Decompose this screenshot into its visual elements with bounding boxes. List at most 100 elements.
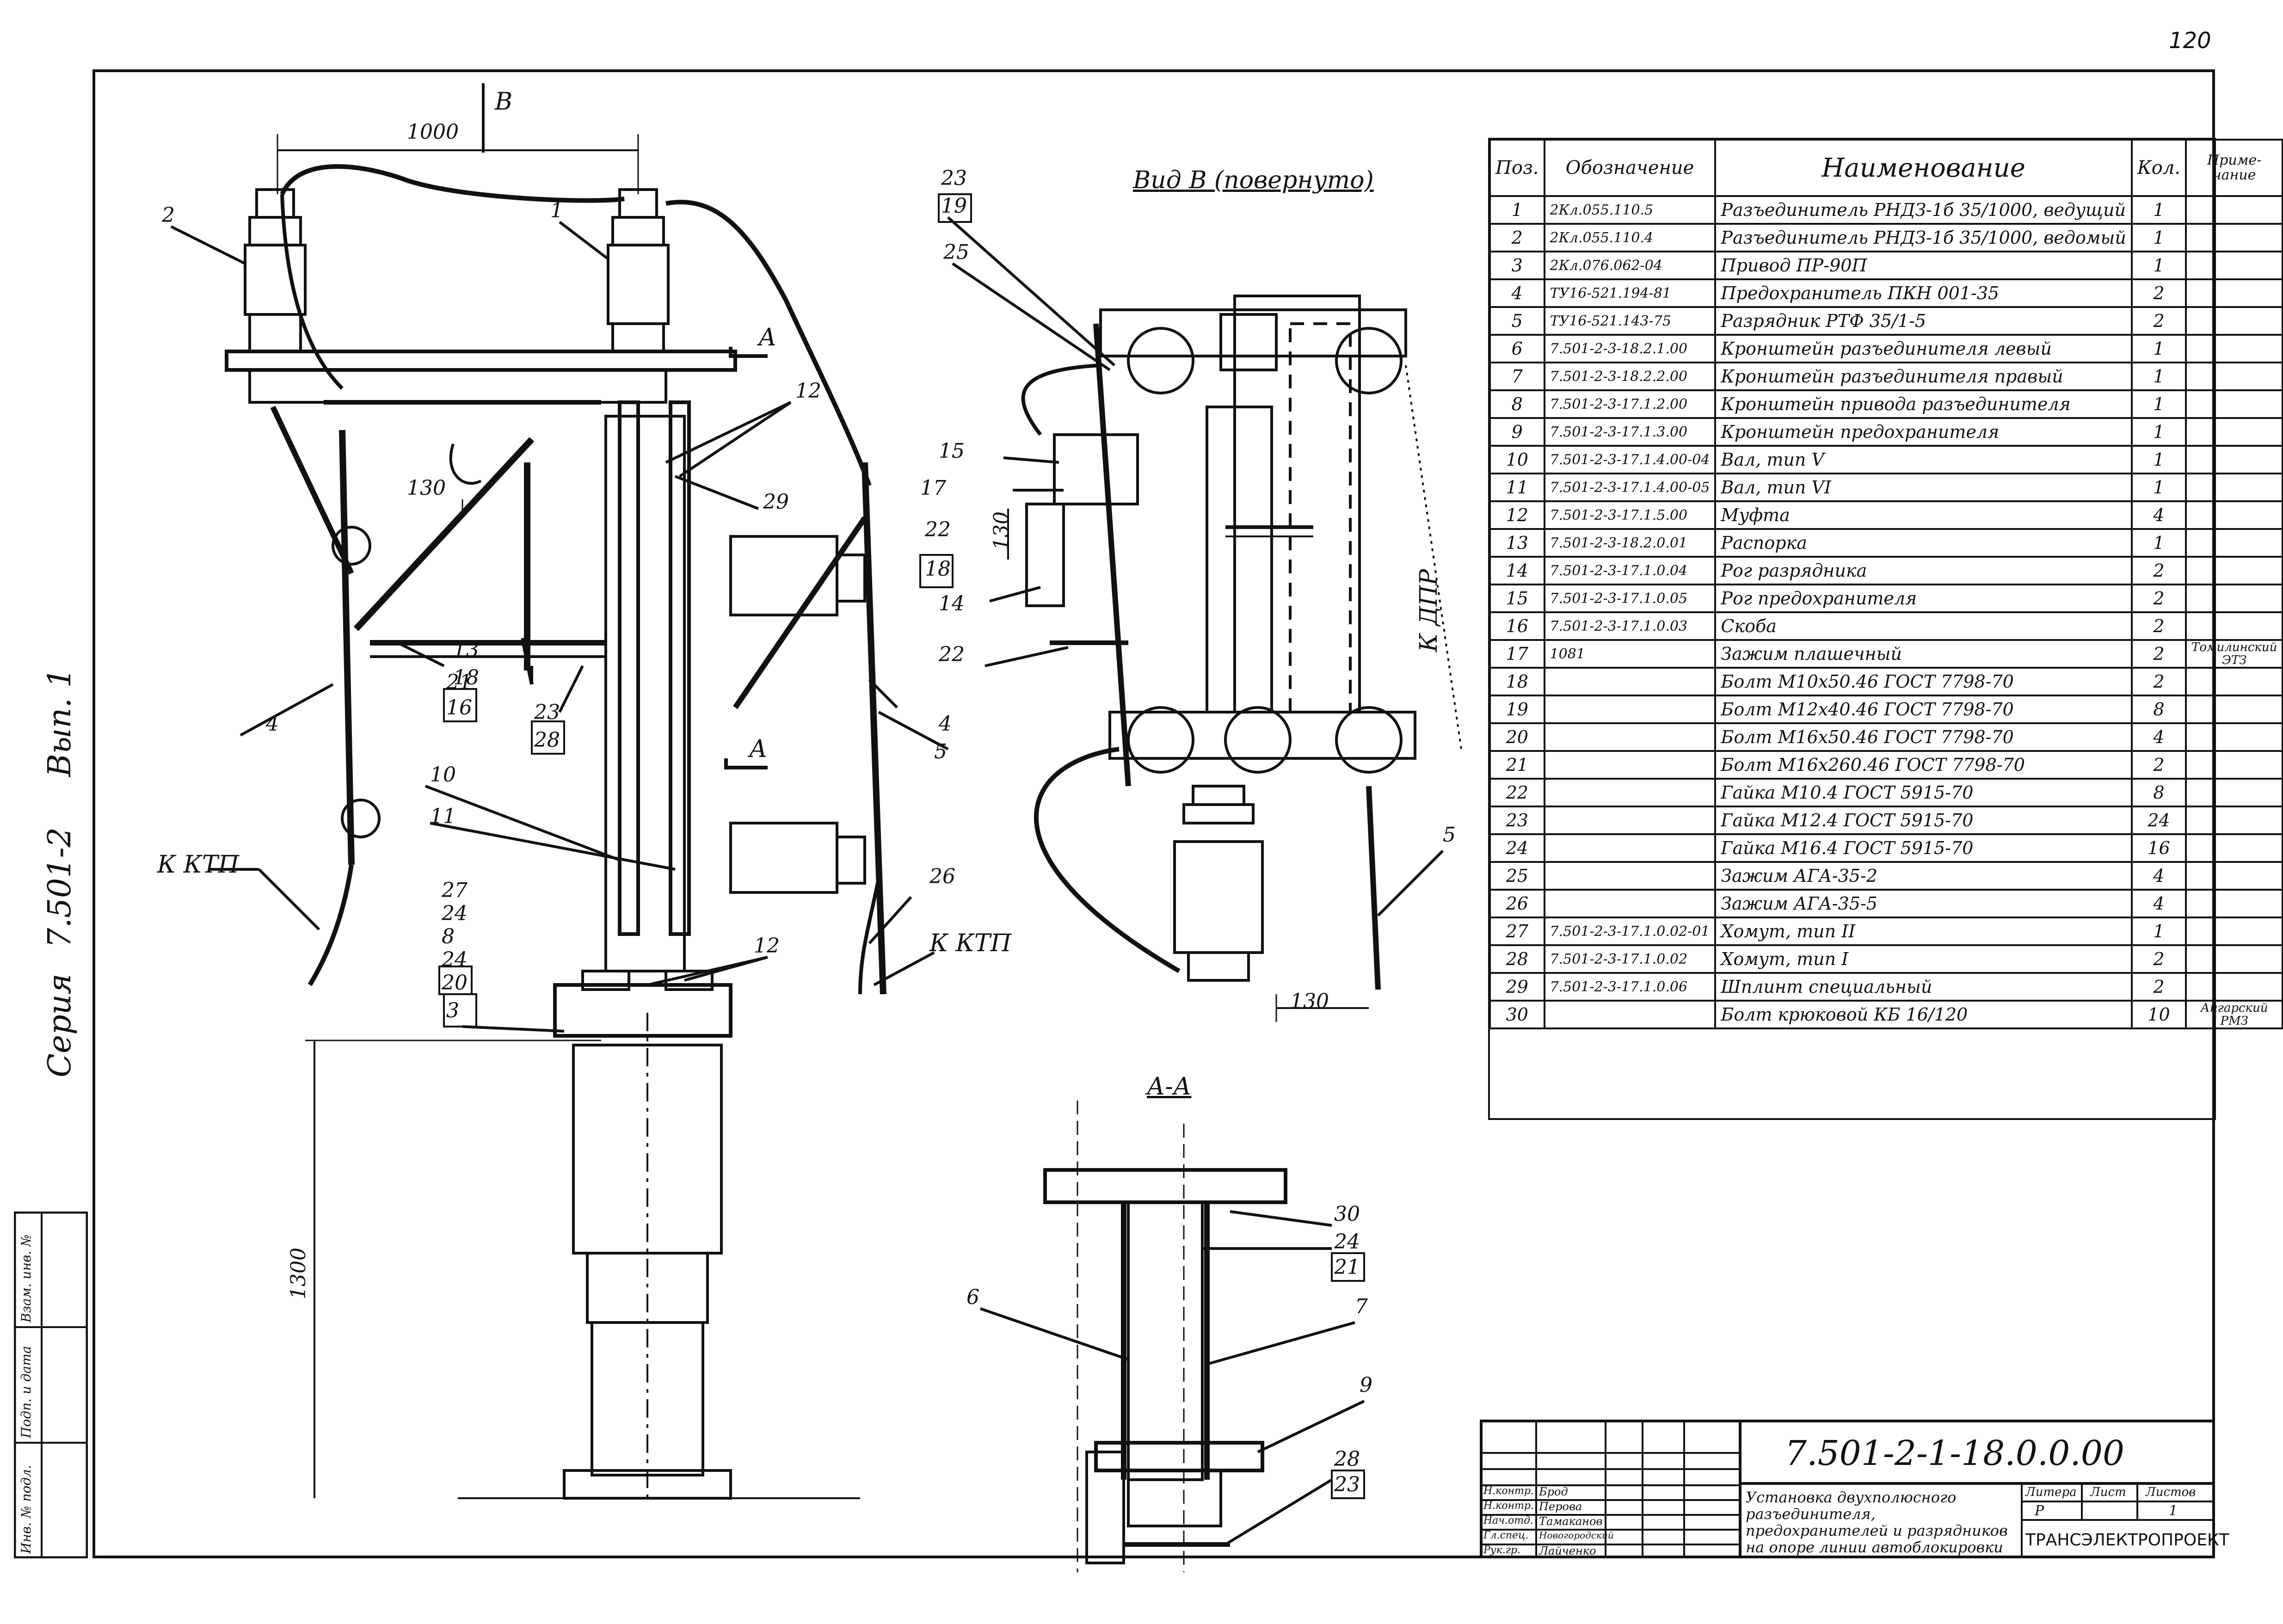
- cell-name: Распорка: [1714, 528, 2133, 558]
- dim-130-left: 130: [407, 476, 446, 500]
- cell-designation: 7.501-2-3-17.1.3.00: [1543, 417, 1717, 447]
- cell-note: [2185, 556, 2283, 585]
- role-4: Гл.спец.: [1483, 1530, 1529, 1541]
- cell-pos: 7: [1489, 362, 1545, 391]
- header-qty: Кол.: [2130, 139, 2187, 197]
- cell-designation: 1081: [1543, 639, 1717, 669]
- cell-qty: 1: [2130, 417, 2187, 447]
- cell-pos: 26: [1489, 889, 1545, 918]
- cell-pos: 30: [1489, 1000, 1545, 1029]
- cell-note: Томилинский ЭТЗ: [2185, 639, 2283, 669]
- cell-designation: ТУ16-521.194-81: [1543, 278, 1717, 308]
- cell-note: [2185, 750, 2283, 780]
- name-1: Брод: [1539, 1485, 1568, 1498]
- cell-designation: [1543, 861, 1717, 891]
- cell-note: [2185, 251, 2283, 280]
- cell-pos: 14: [1489, 556, 1545, 585]
- cell-name: Болт М12х40.46 ГОСТ 7798-70: [1714, 695, 2133, 724]
- cell-name: Кронштейн предохранителя: [1714, 417, 2133, 447]
- cell-qty: 2: [2130, 584, 2187, 613]
- name-5: Лайченко: [1539, 1544, 1596, 1557]
- sheets-label: Листов: [2146, 1485, 2196, 1499]
- callout-21: 21: [446, 671, 472, 694]
- cell-note: [2185, 528, 2283, 558]
- cell-note: Ангарский РМЗ: [2185, 1000, 2283, 1029]
- cell-designation: 7.501-2-3-17.1.0.03: [1543, 611, 1717, 641]
- organization: ТРАНСЭЛЕКТРОПРОЕКТ: [2025, 1531, 2229, 1550]
- cell-qty: 1: [2130, 528, 2187, 558]
- cell-note: [2185, 389, 2283, 419]
- callout-7: 7: [1355, 1295, 1368, 1318]
- callout-13: 13: [453, 638, 479, 662]
- callout-27: 27: [442, 879, 468, 902]
- cell-name: Кронштейн разъединителя правый: [1714, 362, 2133, 391]
- cell-name: Болт М10х50.46 ГОСТ 7798-70: [1714, 667, 2133, 696]
- callout-28: 28: [534, 728, 560, 752]
- cell-designation: 2Кл.055.110.4: [1543, 223, 1717, 252]
- cell-qty: 1: [2130, 251, 2187, 280]
- cell-pos: 21: [1489, 750, 1545, 780]
- cell-qty: 2: [2130, 667, 2187, 696]
- callout-9: 9: [1360, 1373, 1372, 1397]
- header-pos: Поз.: [1489, 139, 1545, 197]
- cell-qty: 24: [2130, 806, 2187, 835]
- name-4: Новогородский: [1539, 1530, 1614, 1541]
- cell-pos: 28: [1489, 944, 1545, 974]
- cell-pos: 8: [1489, 389, 1545, 419]
- cell-pos: 2: [1489, 223, 1545, 252]
- cell-qty: 2: [2130, 750, 2187, 780]
- cell-designation: [1543, 750, 1717, 780]
- callout-boxes: [438, 193, 1365, 1499]
- label-k-dpr: К ДПР: [1415, 569, 1443, 652]
- cell-designation: 7.501-2-3-18.2.2.00: [1543, 362, 1717, 391]
- cell-designation: 7.501-2-3-17.1.5.00: [1543, 500, 1717, 530]
- cell-note: [2185, 306, 2283, 336]
- cell-designation: 7.501-2-3-17.1.0.06: [1543, 972, 1717, 1002]
- cell-note: [2185, 334, 2283, 363]
- view-arrow-b: В: [495, 88, 513, 116]
- callout-20: 20: [442, 971, 468, 995]
- cell-qty: 16: [2130, 833, 2187, 863]
- callout-2: 2: [162, 203, 175, 227]
- cell-pos: 15: [1489, 584, 1545, 613]
- cell-pos: 16: [1489, 611, 1545, 641]
- side-stamp: [14, 1212, 88, 1558]
- callout-1: 1: [550, 199, 563, 222]
- cell-pos: 11: [1489, 473, 1545, 502]
- callout-25: 25: [943, 240, 969, 264]
- dim-1000: 1000: [407, 120, 459, 144]
- cell-name: Гайка М16.4 ГОСТ 5915-70: [1714, 833, 2133, 863]
- specification-table: Поз. Обозначение Наименование Кол. Приме…: [1489, 139, 2283, 1029]
- cell-name: Рог разрядника: [1714, 556, 2133, 585]
- view-b: [947, 216, 1462, 1022]
- cell-name: Муфта: [1714, 500, 2133, 530]
- drawing-code: 7.501-2-1-18.0.0.00: [1785, 1433, 2125, 1473]
- cell-pos: 19: [1489, 695, 1545, 724]
- cell-qty: 8: [2130, 778, 2187, 807]
- sheet-label: Лист: [2090, 1485, 2126, 1499]
- cell-designation: ТУ16-521.143-75: [1543, 306, 1717, 336]
- section-mark-bottom: А: [749, 735, 768, 763]
- cell-designation: 7.501-2-3-17.1.4.00-04: [1543, 445, 1717, 474]
- cell-note: [2185, 584, 2283, 613]
- spec-header-row: Поз. Обозначение Наименование Кол. Приме…: [1489, 139, 2283, 197]
- cell-qty: 1: [2130, 362, 2187, 391]
- callout-22-bottom: 22: [939, 643, 965, 666]
- page-number: 120: [2169, 28, 2211, 54]
- cell-note: [2185, 695, 2283, 724]
- section-mark-top: А: [758, 324, 777, 351]
- section-aa-title: А-А: [1147, 1073, 1192, 1101]
- name-3: Тамаканов: [1539, 1515, 1603, 1528]
